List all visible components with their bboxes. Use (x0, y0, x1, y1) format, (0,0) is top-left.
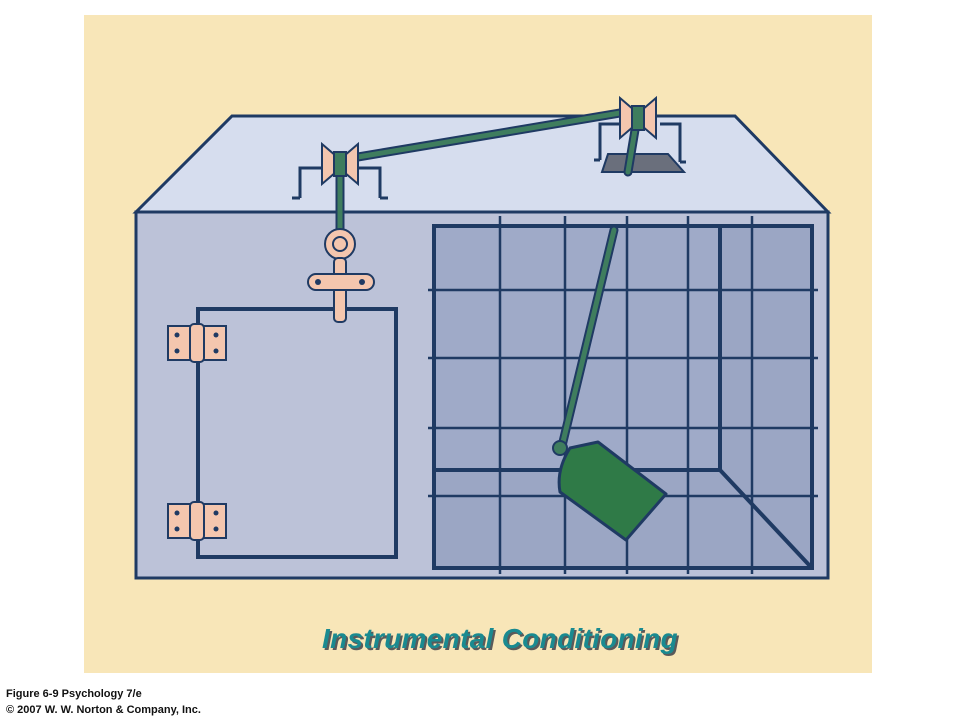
trapdoor-icon (600, 153, 687, 173)
figure-title: Instrumental Conditioning (322, 623, 678, 654)
pedal-icon (552, 440, 668, 542)
pulley-icon (321, 141, 359, 187)
cage (428, 216, 818, 574)
box-top (132, 114, 832, 214)
escape-door (196, 307, 398, 559)
left-pulley-bracket (292, 166, 388, 200)
right-pulley-bracket (594, 122, 686, 164)
pulley-icon (619, 95, 657, 141)
figure-credit-line1: Figure 6-9 Psychology 7/e (6, 688, 142, 700)
figure-credit-line2: © 2007 W. W. Norton & Company, Inc. (6, 704, 201, 716)
latch-icon (307, 228, 375, 323)
hinge-icon (167, 323, 227, 363)
hinge-icon (167, 501, 227, 541)
